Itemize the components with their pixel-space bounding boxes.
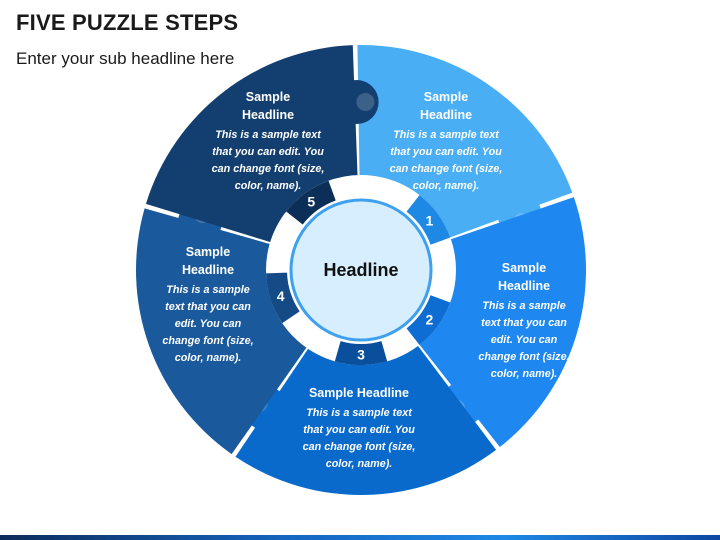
number-tab-3 bbox=[334, 341, 388, 365]
segment-body-line: This is a sample text bbox=[393, 129, 499, 141]
segment-body-line: can change font (size, bbox=[212, 163, 325, 175]
step-number-1: 1 bbox=[425, 212, 433, 228]
segment-body-line: This is a sample text bbox=[215, 129, 321, 141]
segment-body-line: can change font (size, bbox=[390, 163, 503, 175]
segment-body-line: edit. You can bbox=[491, 334, 558, 346]
segment-body-line: This is a sample bbox=[482, 300, 565, 312]
center-circle bbox=[289, 198, 433, 342]
segment-body-line: color, name). bbox=[235, 180, 302, 192]
segment-body-line: This is a sample bbox=[166, 284, 249, 296]
center-label: Headline bbox=[323, 260, 398, 280]
segment-heading: Sample Headline bbox=[309, 386, 409, 400]
step-number-3: 3 bbox=[357, 347, 365, 363]
number-tab-1 bbox=[406, 195, 451, 245]
segment-heading: Headline bbox=[182, 263, 234, 277]
segment-body-line: color, name). bbox=[175, 352, 242, 364]
segment-heading: Sample bbox=[246, 90, 291, 104]
segment-body-line: color, name). bbox=[326, 458, 393, 470]
puzzle-knob-5 bbox=[334, 80, 379, 125]
segment-body-line: color, name). bbox=[413, 180, 480, 192]
number-tab-2 bbox=[406, 295, 451, 345]
step-number-5: 5 bbox=[307, 194, 315, 210]
segment-body-line: can change font (size, bbox=[303, 441, 416, 453]
puzzle-segment-4 bbox=[135, 208, 310, 455]
segment-body-line: that you can edit. You bbox=[212, 146, 324, 158]
number-tab-5 bbox=[286, 180, 336, 225]
segment-body-line: color, name). bbox=[491, 368, 558, 380]
segment-heading: Headline bbox=[498, 279, 550, 293]
segment-heading: Headline bbox=[420, 108, 472, 122]
segment-body-line: This is a sample text bbox=[306, 407, 412, 419]
puzzle-segment-3 bbox=[235, 341, 497, 495]
segment-body-line: change font (size, bbox=[478, 351, 569, 363]
segment-body-line: change font (size, bbox=[162, 335, 253, 347]
number-tab-4 bbox=[266, 272, 300, 324]
step-number-4: 4 bbox=[277, 288, 285, 304]
segment-body-line: text that you can bbox=[481, 317, 567, 329]
segment-body-line: that you can edit. You bbox=[390, 146, 502, 158]
page-subtitle: Enter your sub headline here bbox=[16, 49, 235, 68]
page-title: FIVE PUZZLE STEPS bbox=[16, 10, 239, 35]
segment-heading: Headline bbox=[242, 108, 294, 122]
step-number-2: 2 bbox=[425, 312, 433, 328]
segment-heading: Sample bbox=[502, 261, 547, 275]
segment-heading: Sample bbox=[424, 90, 469, 104]
segment-body-line: edit. You can bbox=[175, 318, 242, 330]
footer-bar bbox=[0, 535, 720, 540]
knob-highlight-5 bbox=[356, 93, 375, 112]
segment-heading: Sample bbox=[186, 245, 231, 259]
segment-body-line: that you can edit. You bbox=[303, 424, 415, 436]
segment-body-line: text that you can bbox=[165, 301, 251, 313]
